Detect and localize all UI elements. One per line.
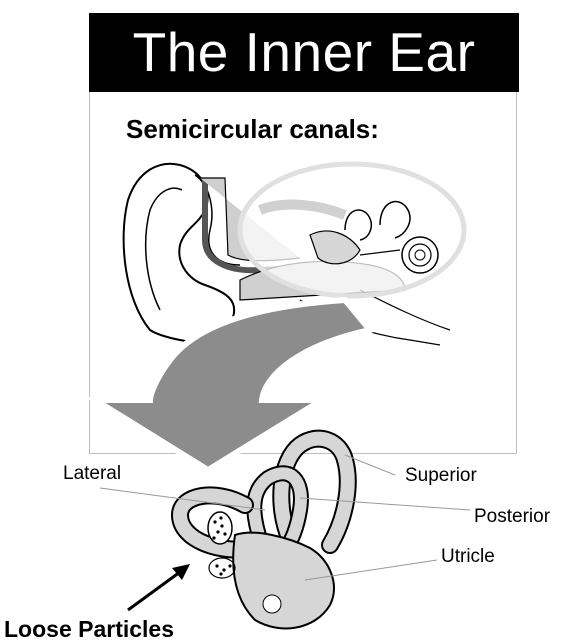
label-superior: Superior bbox=[405, 466, 477, 485]
zoom-ellipse bbox=[240, 164, 464, 296]
pointer-arrow bbox=[128, 564, 190, 610]
label-posterior: Posterior bbox=[474, 507, 550, 526]
label-lateral: Lateral bbox=[63, 464, 121, 483]
label-utricle: Utricle bbox=[441, 547, 495, 566]
label-loose-particles: Loose Particles bbox=[4, 618, 174, 641]
